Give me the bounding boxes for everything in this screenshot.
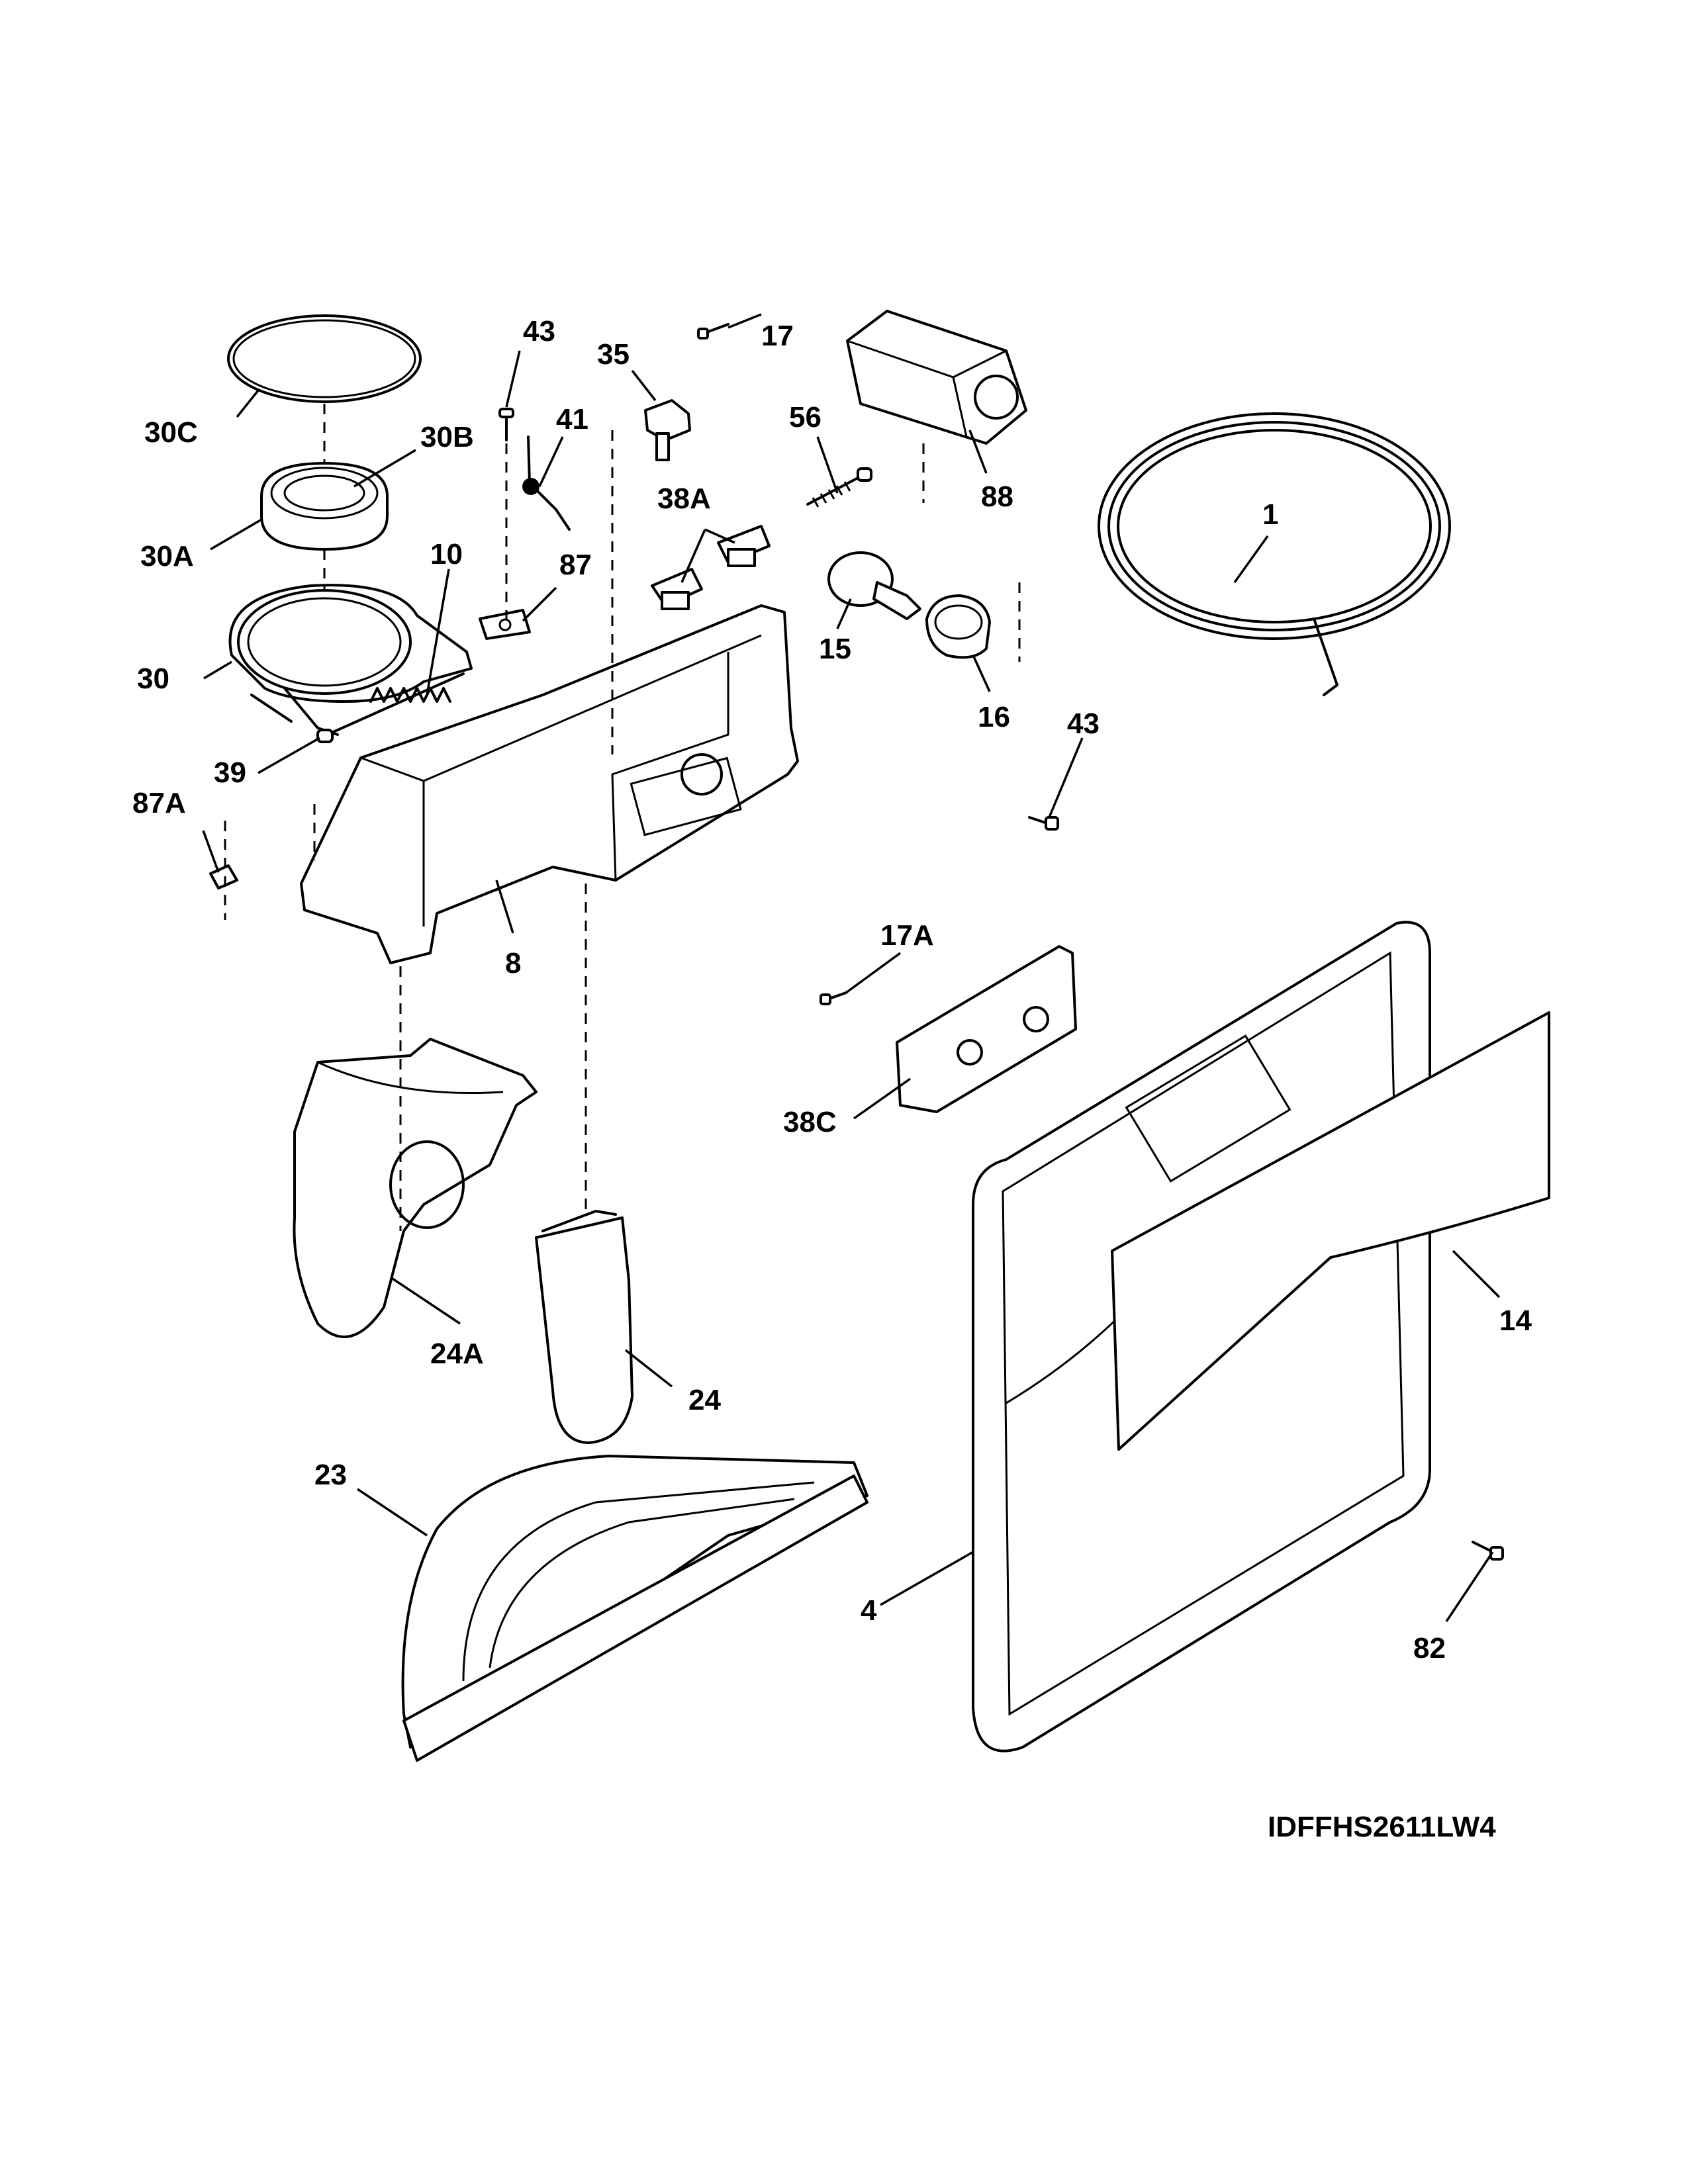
part-30-filter-housing (228, 584, 473, 736)
part-16-lamp-socket (925, 594, 991, 659)
callout-30a: 30A (140, 540, 194, 572)
callout-35: 35 (597, 338, 630, 371)
callout-10: 10 (430, 538, 463, 570)
part-82-screw (1472, 1541, 1504, 1561)
part-17a-screw (820, 991, 847, 1005)
alignment-lines (224, 404, 1021, 1231)
callout-1: 1 (1262, 498, 1278, 531)
part-24a-ice-chute (293, 1038, 538, 1338)
part-23-drip-tray (401, 1455, 868, 1762)
part-88-module (846, 310, 1027, 445)
callout-30b: 30B (420, 421, 474, 453)
callout-17a: 17A (880, 919, 934, 952)
callout-8: 8 (505, 947, 521, 979)
part-30c-seal-ring (227, 314, 422, 403)
part-87-tape (479, 609, 531, 640)
part-38a-micro-switches (651, 525, 771, 610)
callout-24a: 24A (430, 1338, 484, 1370)
callout-88: 88 (981, 480, 1013, 513)
part-8-dispenser-housing (300, 604, 799, 964)
part-30a-filter-cap (260, 462, 389, 551)
callout-41: 41 (556, 403, 588, 435)
part-17-screw (697, 323, 729, 340)
callout-17: 17 (761, 320, 794, 352)
callout-38c: 38C (783, 1106, 837, 1138)
part-87a-tape (209, 864, 238, 889)
callout-82: 82 (1413, 1632, 1446, 1664)
callout-38a: 38A (657, 482, 711, 515)
callout-30c: 30C (144, 416, 198, 449)
part-35-switch (644, 399, 691, 461)
callout-43-top: 43 (523, 315, 555, 347)
callout-16: 16 (978, 701, 1010, 733)
callout-24: 24 (688, 1384, 721, 1416)
callout-15: 15 (819, 633, 851, 665)
callout-23: 23 (314, 1459, 347, 1491)
part-10-spring (369, 687, 451, 703)
part-14-cover-panel (1111, 1011, 1550, 1451)
part-41-actuator-wire (522, 435, 571, 531)
part-43-screw-right (1028, 816, 1059, 831)
callout-4: 4 (861, 1594, 877, 1627)
callout-39: 39 (214, 756, 246, 789)
callout-56: 56 (789, 401, 821, 433)
part-56-screw (806, 467, 872, 508)
callout-30: 30 (137, 662, 169, 695)
callout-14: 14 (1499, 1304, 1532, 1337)
callout-leaders (202, 313, 1501, 1622)
part-24-paddle (535, 1210, 633, 1444)
part-38c-switch-bracket (896, 945, 1077, 1113)
callout-87a: 87A (132, 787, 186, 819)
callout-labels: 30C 30B 30A 10 30 39 87A 43 41 87 35 17 … (132, 315, 1532, 1664)
part-39-rod (316, 672, 465, 743)
part-15-light-bulb (827, 551, 921, 620)
part-1-tubing-coil (1098, 412, 1451, 696)
model-number: IDFFHS2611LW4 (1268, 1811, 1496, 1843)
callout-87: 87 (559, 549, 592, 581)
callout-43-right: 43 (1067, 707, 1100, 740)
part-43-screw-top (498, 408, 514, 441)
